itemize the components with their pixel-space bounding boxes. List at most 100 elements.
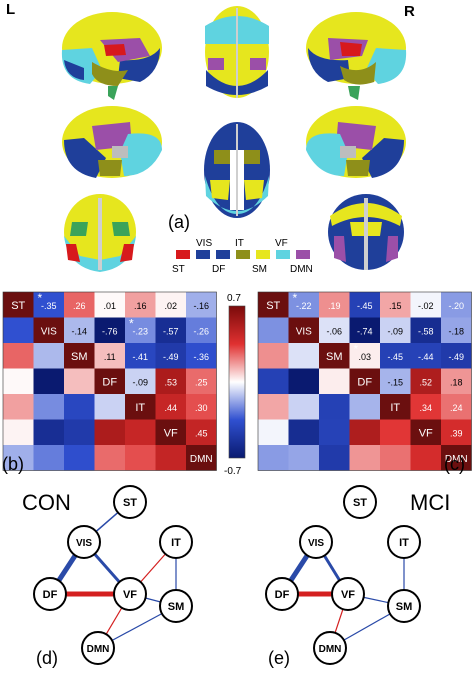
node-label-it: IT <box>399 537 409 549</box>
cell-st-sm <box>64 292 95 318</box>
cell-dmn-st <box>3 445 34 471</box>
cell-it-it <box>125 394 156 420</box>
cell-it-st <box>258 394 289 420</box>
cell-df-sm <box>64 368 95 394</box>
cell-value: .45 <box>195 428 208 438</box>
cell-sm-vis <box>288 343 319 369</box>
cell-value: -.26 <box>193 326 209 336</box>
significance-asterisk: * <box>293 291 298 305</box>
diag-label: VIS <box>296 326 312 337</box>
diag-label: DF <box>357 376 372 388</box>
cell-st-df <box>349 292 380 318</box>
node-label-sm: SM <box>396 601 413 613</box>
cell-vf-vf <box>410 419 441 445</box>
colorbar: 0.7 -0.7 <box>224 293 246 477</box>
cell-dmn-dmn <box>186 445 217 471</box>
node-vis <box>67 525 101 559</box>
cell-value: .34 <box>419 403 432 413</box>
node-label-vf: VF <box>123 589 137 601</box>
brain-anterior-view <box>64 194 136 272</box>
cell-value: .25 <box>195 377 208 387</box>
cell-vf-df <box>349 419 380 445</box>
panel-a-brains: L R <box>6 1 415 275</box>
diag-label: SM <box>326 351 343 363</box>
cell-value: -.23 <box>132 326 148 336</box>
cell-sm-sm <box>64 343 95 369</box>
cell-sm-df <box>94 343 125 369</box>
node-sm <box>387 589 421 623</box>
cell-value: .52 <box>419 377 432 387</box>
cell-value: .16 <box>134 301 147 311</box>
cell-st-it <box>380 292 411 318</box>
cell-value: -.20 <box>448 301 464 311</box>
diag-label: IT <box>135 402 145 414</box>
legend-label-vis: VIS <box>196 238 212 249</box>
cell-vis-df <box>94 317 125 343</box>
cell-value: .15 <box>389 301 402 311</box>
legend-swatch-st <box>176 250 190 259</box>
cell-value: -.76 <box>102 326 118 336</box>
cell-df-df <box>349 368 380 394</box>
cell-vf-dmn <box>441 419 472 445</box>
cell-vis-df <box>349 317 380 343</box>
node-label-it: IT <box>171 537 181 549</box>
legend-swatch-df <box>216 250 230 259</box>
cell-df-st <box>3 368 34 394</box>
diag-label: ST <box>11 300 25 312</box>
cell-dmn-it <box>380 445 411 471</box>
cell-it-df <box>349 394 380 420</box>
cell-it-vis <box>33 394 64 420</box>
legend-label-it: IT <box>235 238 244 249</box>
cell-st-st <box>3 292 34 318</box>
cell-value: .30 <box>195 403 208 413</box>
legend-swatch-vis <box>196 250 210 259</box>
cell-value: .26 <box>73 301 86 311</box>
legend-swatch-dmn <box>296 250 310 259</box>
cell-it-dmn <box>186 394 217 420</box>
cell-value: -.35 <box>41 301 57 311</box>
cell-vf-it <box>380 419 411 445</box>
node-label-df: DF <box>275 589 290 601</box>
diag-label: IT <box>390 402 400 414</box>
significance-asterisk: * <box>38 291 43 305</box>
cell-value: -.22 <box>296 301 312 311</box>
cell-value: -.58 <box>418 326 434 336</box>
cell-dmn-it <box>125 445 156 471</box>
cell-dmn-st <box>258 445 289 471</box>
diag-label: SM <box>71 351 88 363</box>
cell-df-vis <box>33 368 64 394</box>
cell-sm-sm <box>319 343 350 369</box>
node-df <box>265 577 299 611</box>
matrix-con: ST-.35.26.01.16.02-.16VIS-.14-.76-.23-.5… <box>2 291 217 471</box>
cell-st-st <box>258 292 289 318</box>
cell-st-vf <box>155 292 186 318</box>
node-label-dmn: DMN <box>87 644 110 655</box>
cell-vf-df <box>94 419 125 445</box>
cell-vis-sm <box>64 317 95 343</box>
node-label-vis: VIS <box>76 538 92 549</box>
cell-vis-vis <box>33 317 64 343</box>
node-it <box>159 525 193 559</box>
cell-dmn-dmn <box>441 445 472 471</box>
legend-swatch-it <box>236 250 250 259</box>
side-label-left: L <box>6 1 15 18</box>
cell-sm-dmn <box>441 343 472 369</box>
cell-it-vf <box>155 394 186 420</box>
cell-value: -.45 <box>357 301 373 311</box>
cell-sm-st <box>258 343 289 369</box>
diag-label: VF <box>164 427 178 439</box>
diag-label: DF <box>102 376 117 388</box>
significance-asterisk: * <box>354 342 359 356</box>
graph-con-title: CON <box>22 490 71 515</box>
colorbar-gradient <box>228 305 246 459</box>
node-vf <box>113 577 147 611</box>
cell-sm-st <box>3 343 34 369</box>
cell-vis-dmn <box>441 317 472 343</box>
cell-it-df <box>94 394 125 420</box>
cell-value: -.16 <box>193 301 209 311</box>
cell-sm-vis <box>33 343 64 369</box>
cell-value: .24 <box>450 403 463 413</box>
cell-vf-vis <box>33 419 64 445</box>
